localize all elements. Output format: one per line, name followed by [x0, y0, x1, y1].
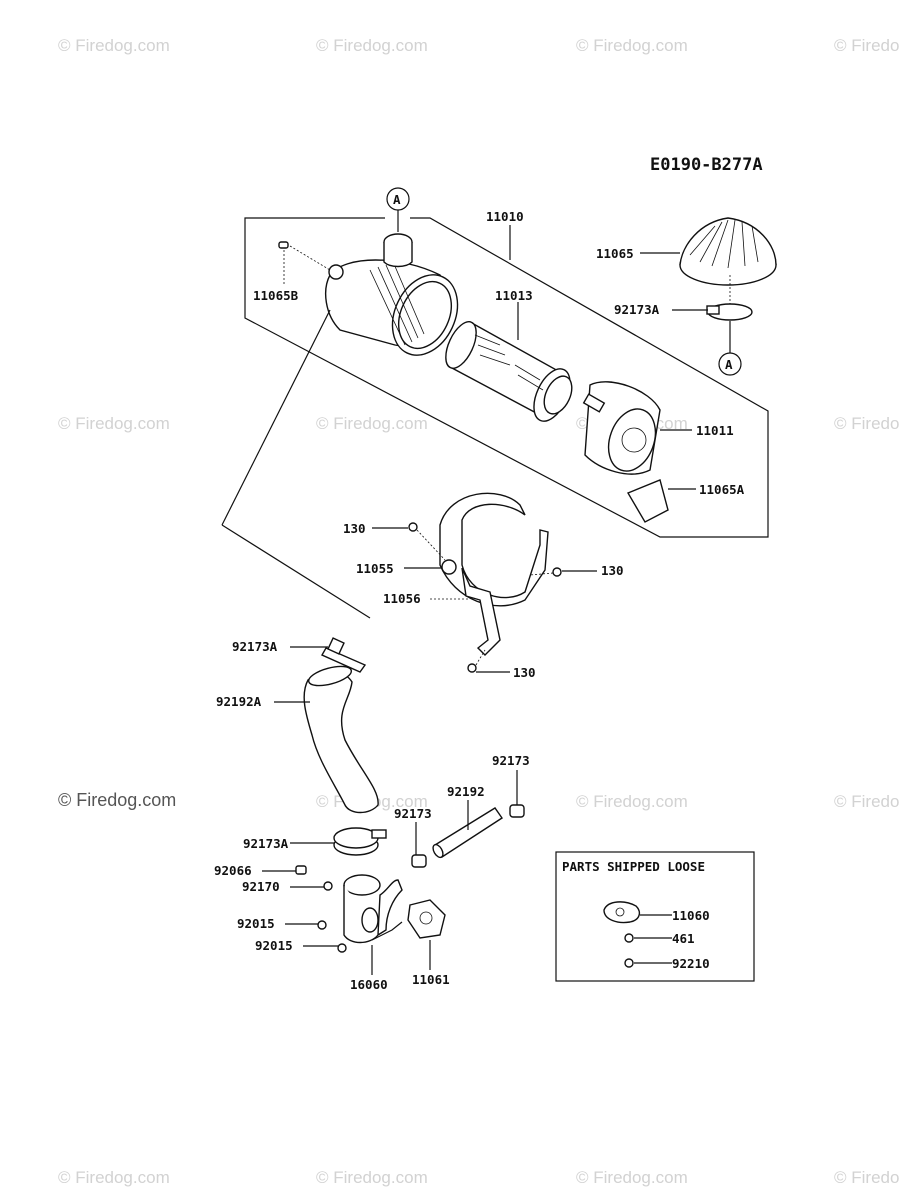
label-11011: 11011	[696, 423, 734, 438]
evacuator-valve	[626, 479, 669, 523]
mounting-band	[408, 492, 562, 673]
label-92192a: 92192A	[216, 694, 262, 709]
label-92066: 92066	[214, 863, 252, 878]
label-92173a-mid: 92173A	[232, 639, 278, 654]
fitting-92066	[295, 865, 307, 875]
label-461: 461	[672, 931, 695, 946]
watermark: © Firedo	[834, 792, 900, 811]
watermark: © Firedo	[834, 414, 900, 433]
watermark: © Firedog.com	[576, 792, 688, 811]
watermark: © Firedog.com	[58, 1168, 170, 1187]
label-92173a-low: 92173A	[243, 836, 289, 851]
washer-461	[624, 933, 634, 943]
pin-11065b	[278, 241, 331, 285]
air-cleaner-housing	[324, 233, 459, 356]
label-11060: 11060	[672, 908, 710, 923]
filter-element	[445, 320, 573, 422]
label-11056: 11056	[383, 591, 421, 606]
parts-shipped-loose-box: PARTS SHIPPED LOOSE 11060 461 92210	[555, 851, 755, 982]
label-130-a: 130	[343, 521, 366, 536]
label-11065: 11065	[596, 246, 634, 261]
hose-92192a	[303, 665, 379, 814]
callout-a-right	[718, 352, 742, 376]
label-130-b: 130	[601, 563, 624, 578]
clamp-92173-mid	[411, 854, 427, 868]
watermark: © Firedog.com	[576, 1168, 688, 1187]
watermark: © Firedog.com	[58, 790, 177, 810]
gasket-11060	[603, 901, 641, 924]
label-92170: 92170	[242, 879, 280, 894]
watermark: © Firedo	[834, 1168, 900, 1187]
label-92173-mid: 92173	[394, 806, 432, 821]
callout-a-top-letter: A	[393, 192, 401, 207]
callout-a-right-letter: A	[725, 357, 733, 372]
label-92192: 92192	[447, 784, 485, 799]
elbow-16060	[343, 874, 403, 944]
label-11013: 11013	[495, 288, 533, 303]
hose-92192	[432, 807, 503, 859]
label-11055: 11055	[356, 561, 394, 576]
label-92173-right: 92173	[492, 753, 530, 768]
clamp-92173a-mid	[321, 637, 367, 673]
label-11010: 11010	[486, 209, 524, 224]
nut-92210	[624, 958, 634, 968]
watermark: © Firedog.com	[316, 36, 428, 55]
label-16060: 16060	[350, 977, 388, 992]
label-92015-b: 92015	[255, 938, 293, 953]
label-11065b: 11065B	[253, 288, 299, 303]
nut-92170	[323, 881, 333, 891]
cover	[582, 381, 661, 475]
gasket-11061	[407, 899, 446, 939]
diagram-code: E0190-B277A	[650, 155, 763, 175]
assembly-outline	[244, 217, 769, 538]
watermark: © Firedog.com	[58, 414, 170, 433]
watermark: © Firedog.com	[58, 36, 170, 55]
clamp-92173-right	[509, 804, 525, 818]
watermark: © Firedog.com	[316, 1168, 428, 1187]
watermark: © Firedo	[834, 36, 900, 55]
nut-92015-b	[337, 943, 347, 953]
label-92210: 92210	[672, 956, 710, 971]
watermark: © Firedog.com	[316, 414, 428, 433]
label-130-c: 130	[513, 665, 536, 680]
label-11061: 11061	[412, 972, 450, 987]
nut-92015-a	[317, 920, 327, 930]
rain-cap	[679, 217, 777, 286]
label-11065a: 11065A	[699, 482, 745, 497]
loose-box-title: PARTS SHIPPED LOOSE	[562, 859, 705, 874]
watermark: © Firedog.com	[576, 36, 688, 55]
label-92173a-top: 92173A	[614, 302, 660, 317]
label-92015-a: 92015	[237, 916, 275, 931]
clamp-92173a-low	[333, 827, 387, 856]
